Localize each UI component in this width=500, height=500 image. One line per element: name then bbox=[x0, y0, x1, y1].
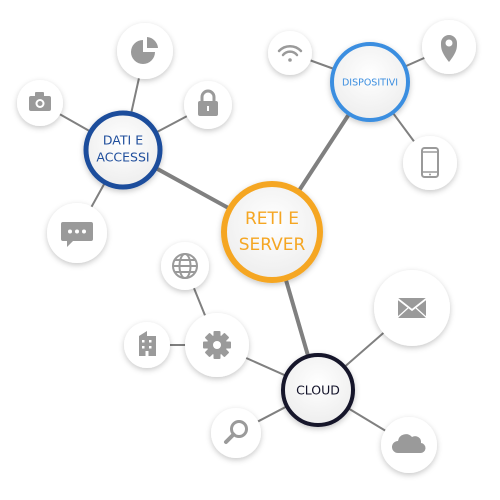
camera-node bbox=[17, 80, 63, 126]
gear-node bbox=[185, 313, 249, 377]
hub-devices-circle bbox=[330, 42, 410, 122]
chat-bubble-icon bbox=[61, 222, 93, 247]
location-pin-icon bbox=[441, 35, 457, 62]
pie-chart-node bbox=[117, 23, 173, 79]
search-icon bbox=[224, 420, 248, 444]
hub-cloud-label: CLOUD bbox=[296, 383, 340, 398]
location-pin-node bbox=[422, 20, 476, 74]
cloud-icon bbox=[392, 434, 426, 454]
chat-bubble-node bbox=[47, 203, 107, 263]
smartphone-icon bbox=[421, 147, 439, 178]
hub-data-access-circle bbox=[83, 110, 163, 190]
pie-chart-icon bbox=[131, 37, 158, 64]
search-node bbox=[211, 408, 261, 458]
hub-data-access-line1: DATI E bbox=[103, 133, 143, 148]
envelope-node bbox=[374, 270, 450, 346]
hub-cloud-circle bbox=[281, 353, 355, 427]
globe-node bbox=[161, 242, 209, 290]
building-node bbox=[124, 322, 170, 368]
hub-central-circle bbox=[221, 181, 323, 283]
gear-icon bbox=[203, 331, 231, 359]
hub-central-line2: SERVER bbox=[239, 235, 306, 255]
hub-central-line1: RETI E bbox=[245, 209, 299, 229]
camera-icon bbox=[29, 92, 51, 111]
hub-devices-label: DISPOSITIVI bbox=[342, 78, 398, 89]
building-icon bbox=[139, 331, 156, 356]
wifi-node bbox=[268, 31, 312, 75]
lock-icon bbox=[198, 89, 218, 116]
wifi-icon bbox=[277, 44, 303, 62]
cloud-icon-node bbox=[381, 417, 437, 473]
lock-node bbox=[184, 81, 232, 129]
hub-central: RETI E SERVER bbox=[221, 181, 323, 283]
smartphone-node bbox=[403, 136, 457, 190]
hub-cloud: CLOUD bbox=[281, 353, 355, 427]
globe-icon bbox=[172, 253, 198, 279]
hub-data-access-line2: ACCESSI bbox=[96, 150, 149, 165]
hub-data-access: DATI E ACCESSI bbox=[83, 110, 163, 190]
envelope-icon bbox=[397, 298, 427, 318]
hub-devices: DISPOSITIVI bbox=[330, 42, 410, 122]
